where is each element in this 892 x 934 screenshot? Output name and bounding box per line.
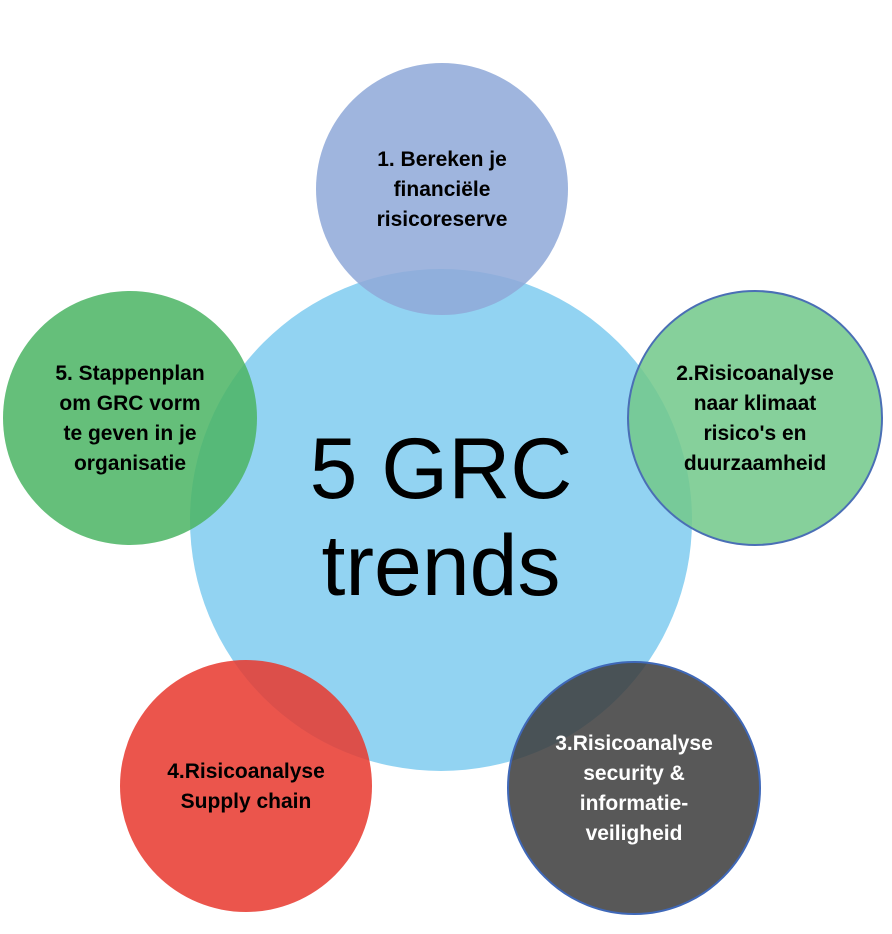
node-4-label-line: Supply chain bbox=[181, 790, 312, 813]
node-2-circle bbox=[627, 290, 883, 546]
node-3-label-line: 3.Risicoanalyse bbox=[555, 732, 713, 755]
node-5-label-line: te geven in je bbox=[63, 422, 196, 445]
node-4-label-line: 4.Risicoanalyse bbox=[167, 760, 325, 783]
node-4-circle bbox=[120, 660, 372, 912]
node-3-label-line: security & bbox=[583, 762, 685, 785]
node-5: 5. Stappenplan om GRC vorm te geven in je o… bbox=[3, 291, 257, 545]
node-1-circle bbox=[316, 63, 568, 315]
node-2: 2.Risicoanalyse naar klimaat risico's en du… bbox=[627, 290, 883, 546]
node-3-circle bbox=[507, 661, 761, 915]
node-2-label-line: 2.Risicoanalyse bbox=[676, 362, 834, 385]
node-1: 1. Bereken je financiële risicoreserve bbox=[316, 63, 568, 315]
node-1-label-line: financiële bbox=[394, 178, 491, 201]
node-3-label-line: informatie- bbox=[580, 792, 689, 815]
node-5-label-line: 5. Stappenplan bbox=[55, 362, 204, 385]
node-2-label-line: duurzaamheid bbox=[684, 452, 826, 475]
node-3-label-line: veiligheid bbox=[586, 822, 683, 845]
center-title-line: 5 GRC bbox=[310, 421, 573, 517]
node-5-label-line: organisatie bbox=[74, 452, 186, 475]
node-5-label-line: om GRC vorm bbox=[59, 392, 200, 415]
node-1-label-line: risicoreserve bbox=[377, 208, 508, 231]
center-circle bbox=[190, 269, 692, 771]
node-1-label-line: 1. Bereken je bbox=[377, 148, 507, 171]
center-title-line: trends bbox=[321, 518, 560, 614]
node-2-label-line: risico's en bbox=[703, 422, 806, 445]
node-3: 3.Risicoanalyse security & informatie-veil… bbox=[507, 661, 761, 915]
node-5-circle bbox=[3, 291, 257, 545]
node-2-label-line: naar klimaat bbox=[694, 392, 817, 415]
